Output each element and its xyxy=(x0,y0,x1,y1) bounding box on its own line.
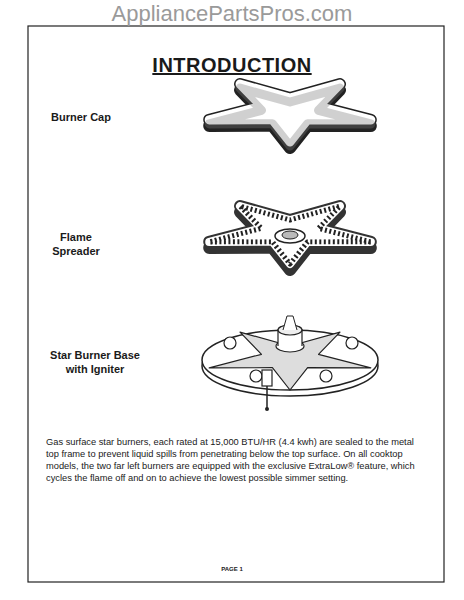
page-border xyxy=(28,26,444,582)
page-number: PAGE 1 xyxy=(182,566,282,573)
watermark: AppliancePartsPros.com xyxy=(32,2,432,26)
part-name: Star Burner Base with Igniter xyxy=(40,348,150,377)
burner-cap-drawing xyxy=(209,84,371,148)
part-name: Burner Cap xyxy=(50,110,112,124)
burner-base-drawing xyxy=(202,316,378,411)
part-name: Flame Spreader xyxy=(44,230,108,259)
page-title: INTRODUCTION xyxy=(32,54,432,77)
body-text: Gas surface star burners, each rated at … xyxy=(46,436,428,484)
flame-spreader-drawing xyxy=(209,206,371,270)
